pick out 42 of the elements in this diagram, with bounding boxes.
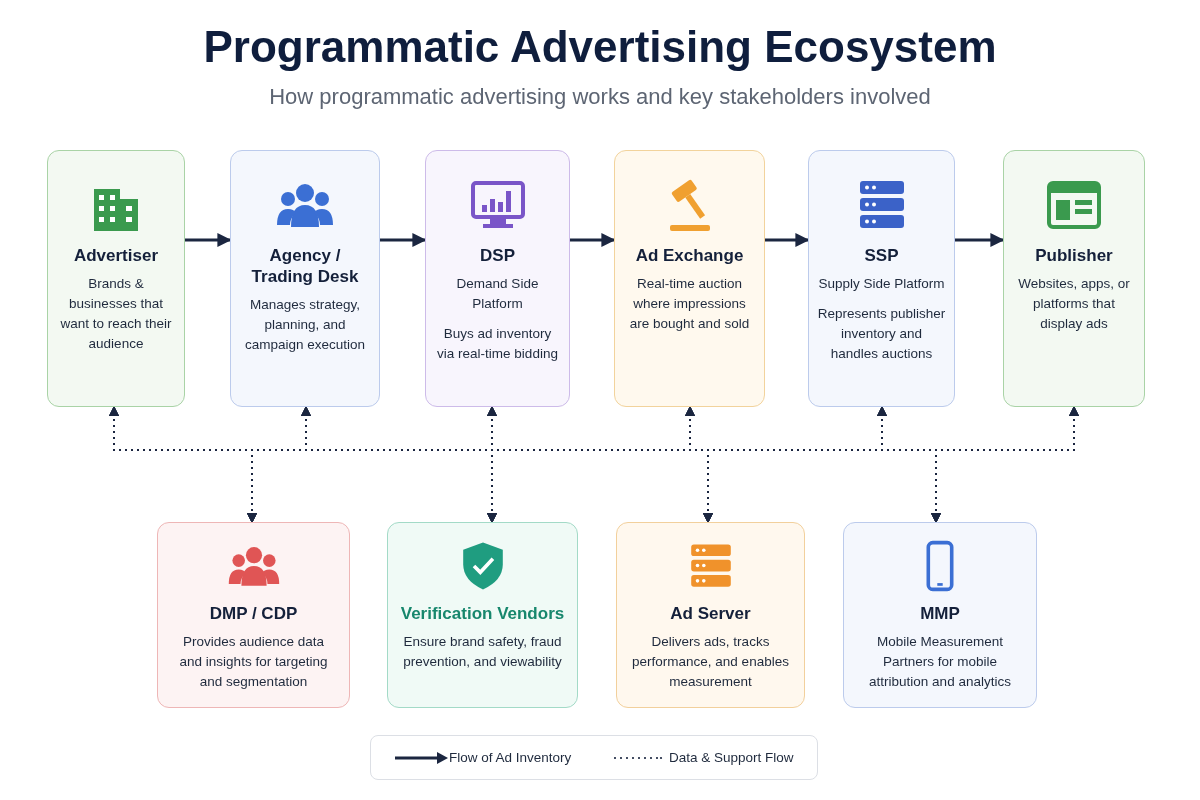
card-title: Verification Vendors bbox=[399, 603, 566, 624]
page-title: Programmatic Advertising Ecosystem bbox=[203, 22, 997, 72]
legend-text: Data & Support Flow bbox=[669, 750, 794, 765]
card-title: DMP / CDP bbox=[208, 603, 299, 624]
stakeholder-card bbox=[230, 150, 380, 407]
card-description: Ensure brand safety, fraud prevention, and viewability bbox=[402, 633, 563, 671]
card-title: Advertiser bbox=[72, 245, 160, 266]
stakeholder-card bbox=[157, 522, 350, 708]
arrow bbox=[765, 233, 810, 247]
stakeholder-card bbox=[1003, 150, 1145, 407]
card-description: Buys ad inventory via real-time bidding bbox=[436, 325, 559, 363]
stakeholder-card bbox=[47, 150, 185, 407]
arrow bbox=[185, 233, 232, 247]
legend-text: Flow of Ad Inventory bbox=[449, 750, 572, 765]
card-description: Delivers ads, tracks performance, and enables measurement bbox=[631, 633, 790, 691]
card-description: Websites, apps, or platforms that display ads bbox=[1017, 275, 1131, 333]
card-subtitle: Supply Side Platform bbox=[817, 275, 946, 293]
card-description: Brands & businesses that want to reach their audience bbox=[59, 275, 173, 353]
stakeholder-card bbox=[425, 150, 570, 407]
card-description: Real-time auction where impressions are bought and sold bbox=[628, 275, 751, 333]
card-title: SSP bbox=[863, 245, 900, 266]
arrow bbox=[570, 233, 616, 247]
stakeholder-card bbox=[843, 522, 1037, 708]
card-description: Manages strategy, planning, and campaign execution bbox=[243, 296, 367, 354]
card-title: Publisher bbox=[1034, 245, 1114, 266]
card-title: Agency / Trading Desk bbox=[250, 245, 360, 287]
card-description: Mobile Measurement Partners for mobile attribution and analytics bbox=[868, 633, 1012, 691]
stakeholder-card bbox=[808, 150, 955, 407]
card-description: Represents publisher inventory and handles auctions bbox=[816, 305, 947, 363]
stakeholder-card bbox=[387, 522, 578, 708]
card-title: Ad Exchange bbox=[634, 245, 745, 266]
card-title: DSP bbox=[479, 245, 516, 266]
arrow bbox=[955, 233, 1005, 247]
card-description: Provides audience data and insights for targeting and segmentation bbox=[178, 633, 329, 691]
subtitle: How programmatic advertising works and key stakeholders involved bbox=[269, 84, 931, 110]
stakeholder-card bbox=[616, 522, 805, 708]
card-subtitle: Demand Side Platform bbox=[455, 275, 540, 313]
stakeholder-card bbox=[614, 150, 765, 407]
arrow bbox=[380, 233, 427, 247]
card-title: Ad Server bbox=[669, 603, 752, 624]
dotted-arrow bbox=[931, 405, 1079, 524]
card-title: MMP bbox=[919, 603, 961, 624]
